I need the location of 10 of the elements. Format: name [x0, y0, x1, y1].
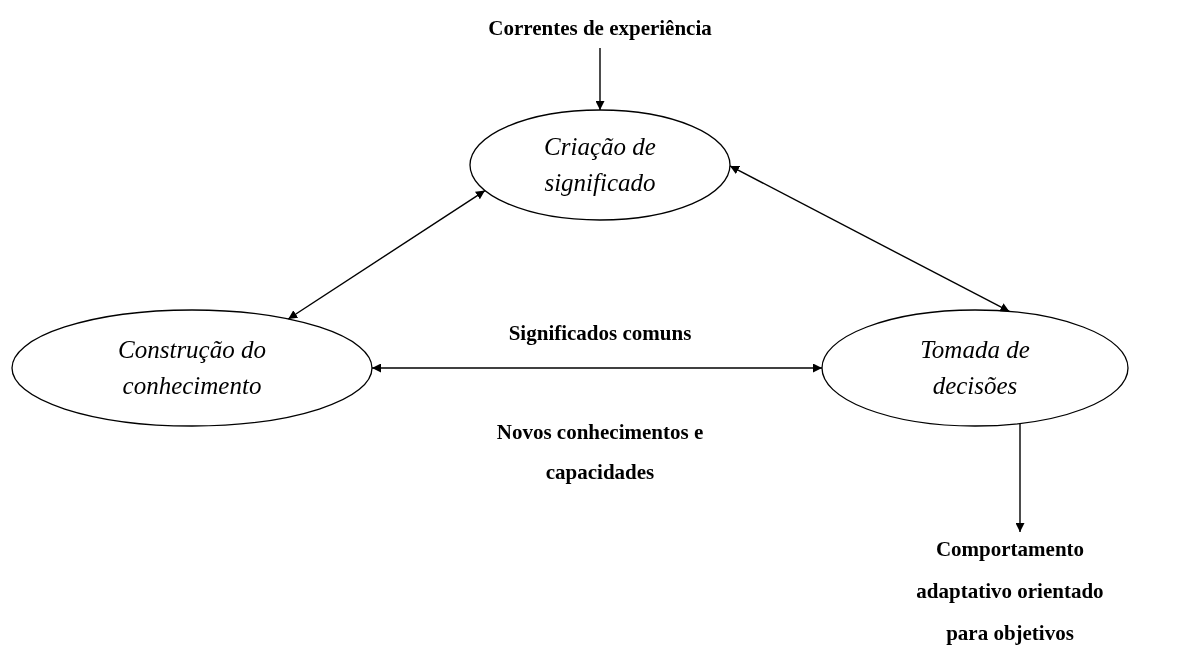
arrow [595, 47, 605, 111]
arrow [287, 189, 486, 320]
arrow [1015, 422, 1025, 533]
text-label: Correntes de experiência [488, 15, 712, 42]
node-label: Criação de significado [543, 132, 657, 198]
arrow [371, 363, 823, 373]
node-label: Tomada de decisões [919, 335, 1031, 401]
text-label: Comportamento adaptativo orientado para objetivos [915, 536, 1105, 647]
arrow [729, 165, 1011, 313]
node-label: Construção do conhecimento [117, 335, 267, 401]
